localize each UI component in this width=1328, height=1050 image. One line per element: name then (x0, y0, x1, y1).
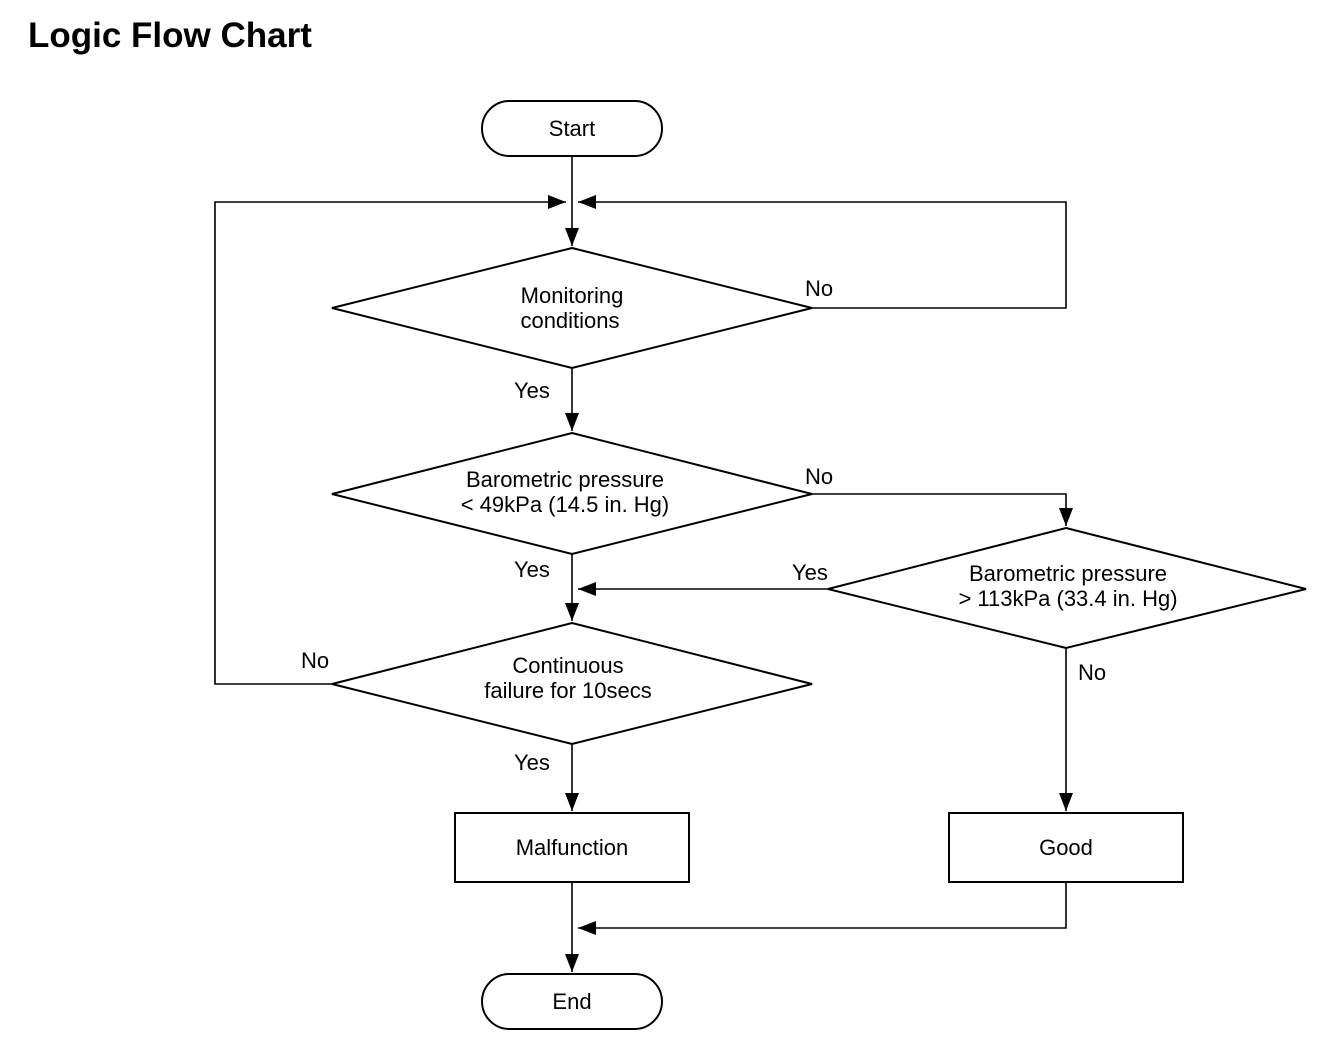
arrowhead-down-icon (1059, 793, 1073, 811)
edge-label-baro-high-yes: Yes (792, 560, 828, 585)
edge-label-baro-low-no: No (805, 464, 833, 489)
arrowhead-left-icon (578, 582, 596, 596)
arrowheads (548, 195, 1073, 972)
page-title: Logic Flow Chart (28, 16, 312, 55)
arrowhead-down-icon (565, 793, 579, 811)
edge-label-continuous-yes: Yes (514, 750, 550, 775)
decision-monitoring-label-1: Monitoring (521, 283, 624, 308)
arrowhead-down-icon (565, 603, 579, 621)
decision-baro-high-label-1: Barometric pressure (969, 561, 1167, 586)
process-good: Good (948, 812, 1184, 883)
edge-baro-low-no (812, 493, 1067, 526)
arrowhead-left-icon (578, 195, 596, 209)
decision-baro-high-label-2: > 113kPa (33.4 in. Hg) (958, 586, 1177, 611)
decision-barometric-low: Barometric pressure < 49kPa (14.5 in. Hg… (331, 431, 813, 556)
decision-monitoring-label-2: conditions (520, 308, 619, 333)
arrowhead-right-icon (548, 195, 566, 209)
arrowhead-down-icon (565, 413, 579, 431)
edge-label-baro-high-no: No (1078, 660, 1106, 685)
arrowhead-down-icon (1059, 508, 1073, 526)
node-start: Start (481, 100, 663, 157)
node-end-label: End (552, 989, 591, 1014)
edge-label-continuous-no: No (301, 648, 329, 673)
node-start-label: Start (549, 116, 595, 141)
decision-continuous-label-2: failure for 10secs (484, 678, 652, 703)
node-end: End (481, 973, 663, 1030)
decision-barometric-high: Barometric pressure > 113kPa (33.4 in. H… (827, 526, 1307, 650)
edge-label-monitoring-no: No (805, 276, 833, 301)
decision-continuous-failure: Continuous failure for 10secs (331, 621, 813, 746)
edge-label-monitoring-yes: Yes (514, 378, 550, 403)
process-malfunction: Malfunction (454, 812, 690, 883)
process-malfunction-label: Malfunction (516, 835, 629, 860)
edge-continuous-no-loop (214, 201, 566, 685)
arrowhead-down-icon (565, 954, 579, 972)
decision-continuous-label-1: Continuous (512, 653, 623, 678)
edge-label-baro-low-yes: Yes (514, 557, 550, 582)
process-good-label: Good (1039, 835, 1093, 860)
edge-monitoring-no-loop (578, 201, 1067, 309)
decision-baro-low-label-2: < 49kPa (14.5 in. Hg) (461, 492, 670, 517)
connectors (214, 156, 1067, 972)
edge-good-to-end (578, 882, 1067, 929)
decision-monitoring-conditions: Monitoring conditions (331, 246, 813, 370)
arrowhead-left-icon (578, 921, 596, 935)
arrowhead-down-icon (565, 228, 579, 246)
decision-baro-low-label-1: Barometric pressure (466, 467, 664, 492)
edge-labels: No Yes No Yes Yes No No Yes (301, 276, 1106, 775)
